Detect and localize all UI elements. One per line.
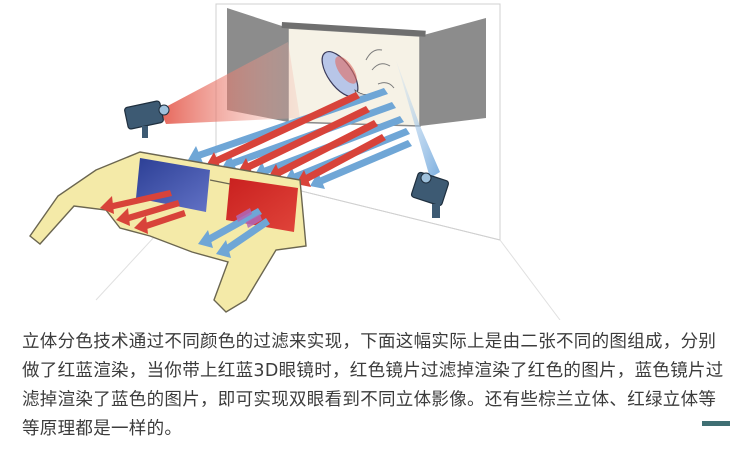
stereo-3d-illustration (29, 3, 561, 320)
red-light-beam (160, 42, 300, 124)
red-blue-3d-glasses (29, 151, 307, 313)
blue-light-beam (396, 60, 440, 178)
left-projector-icon (124, 100, 170, 138)
projection-screen (281, 22, 426, 127)
right-projector-icon (410, 171, 450, 218)
light-arrows (188, 88, 412, 189)
lens-arrows (100, 190, 270, 258)
scroll-indicator[interactable] (702, 421, 730, 426)
article-paragraph: 立体分色技术通过不同颜色的过滤来实现，下面这幅实际上是由二张不同的图组成，分别做… (22, 332, 724, 439)
